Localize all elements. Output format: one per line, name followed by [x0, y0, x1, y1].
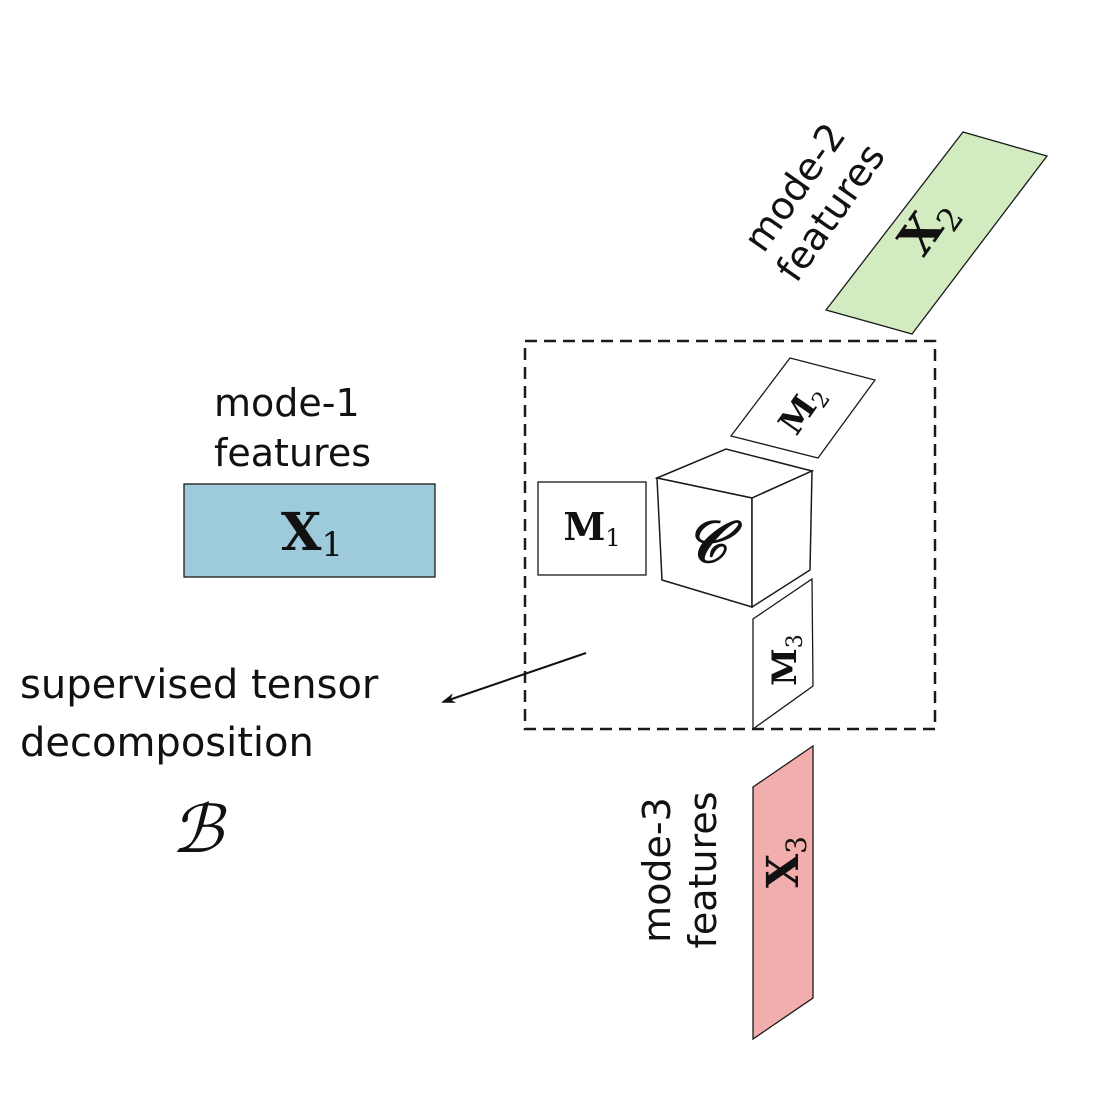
core-tensor-cube — [654, 448, 815, 609]
svg-text:X3: X3 — [758, 836, 813, 888]
x2-matrix-shape — [824, 131, 1049, 335]
m3-factor-shape — [752, 577, 814, 731]
x3-subscript: 3 — [780, 836, 813, 854]
svg-text:M3: M3 — [765, 634, 808, 686]
x3-matrix-shape — [752, 744, 814, 1041]
annotation-line1: supervised tensor — [20, 662, 379, 708]
x3-matrix-label: X3 — [758, 836, 813, 888]
m2-factor-shape — [729, 357, 877, 459]
m3-subscript: 3 — [783, 634, 808, 648]
annotation-symbol: ℬ — [171, 791, 227, 868]
mode3-label-line1: mode-3 — [635, 797, 679, 943]
x1-symbol: X — [281, 502, 322, 563]
x1-matrix-label: X1 — [281, 502, 343, 565]
mode3-label: mode-3 features — [635, 792, 725, 949]
annotation-arrow — [441, 652, 587, 703]
m3-symbol: M — [765, 648, 805, 686]
x1-subscript: 1 — [321, 525, 343, 565]
mode1-label-line2: features — [214, 431, 371, 475]
m1-factor-label: M1 — [563, 504, 620, 552]
x1-matrix-shape — [183, 483, 436, 578]
mode3-label-line2: features — [681, 792, 725, 949]
annotation-line2: decomposition — [20, 720, 314, 766]
m3-factor-label: M3 — [765, 634, 808, 686]
m1-symbol: M — [563, 504, 605, 549]
cube-side-face — [751, 469, 813, 609]
x3-symbol: X — [758, 853, 809, 888]
m1-factor-shape — [537, 481, 647, 576]
m1-subscript: 1 — [605, 524, 620, 552]
mode1-label-line1: mode-1 — [214, 381, 360, 425]
